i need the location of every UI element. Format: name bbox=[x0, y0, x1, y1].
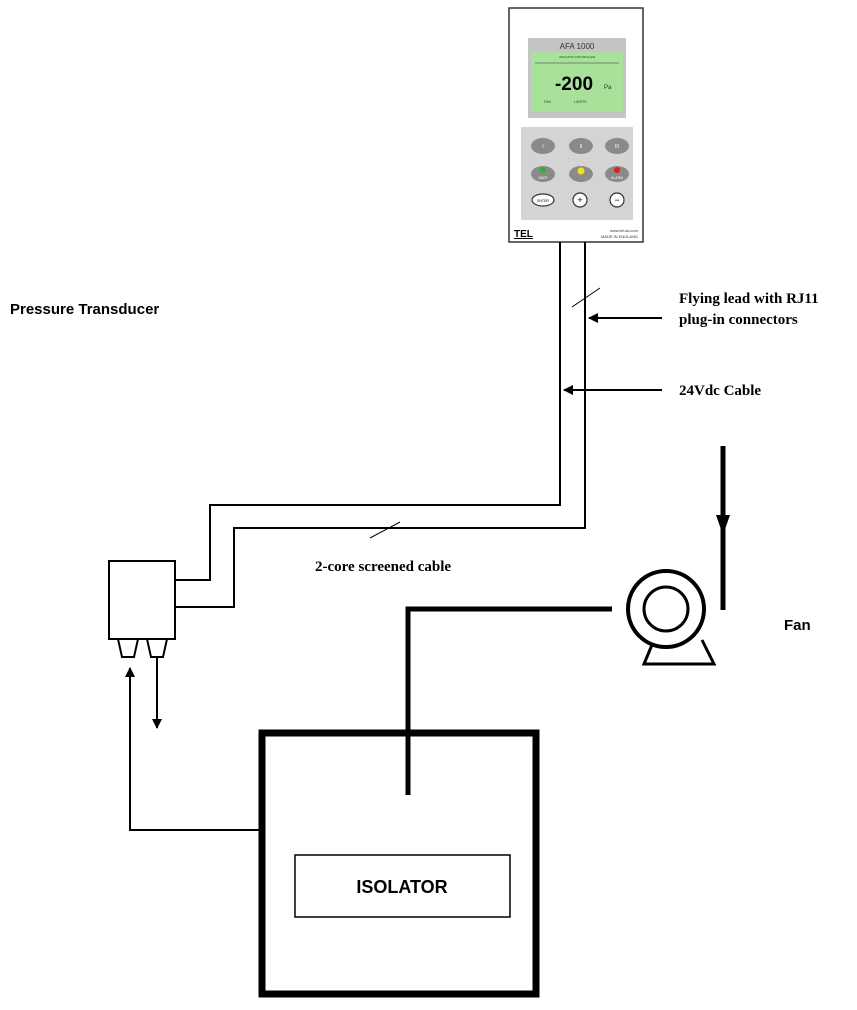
button-plus[interactable] bbox=[572, 192, 588, 208]
cables bbox=[175, 242, 586, 608]
button-mode-2-label: II bbox=[580, 144, 583, 150]
label-pressure-transducer: Pressure Transducer bbox=[10, 301, 159, 318]
fan-flow-arrow bbox=[716, 515, 730, 535]
lcd-status-lights: LIGHTS bbox=[574, 100, 587, 104]
cable-inner bbox=[175, 242, 586, 608]
transducer-body bbox=[108, 560, 176, 640]
brand-made-in: MADE IN ENGLAND bbox=[601, 234, 638, 239]
button-alarm-label: ALARM bbox=[611, 176, 623, 180]
transducer-port-left bbox=[116, 638, 140, 658]
button-safe[interactable] bbox=[531, 166, 555, 182]
button-mode-1[interactable] bbox=[531, 138, 555, 154]
label-flying-lead-line2: plug-in connectors bbox=[679, 312, 798, 328]
brand-website: www.tel-uk.com bbox=[610, 228, 639, 233]
label-flying-lead-line1: Flying lead with RJ11 bbox=[679, 291, 819, 307]
fan-impeller bbox=[642, 585, 690, 633]
controller-device: AFA 1000 ISOLATOR CONTROLLER -200 Pa FAN… bbox=[508, 7, 644, 243]
duct-isolator-to-fan bbox=[405, 606, 612, 795]
cable-outer bbox=[175, 242, 561, 581]
lcd-screen bbox=[531, 52, 623, 112]
label-fan: Fan bbox=[784, 617, 811, 634]
label-24v-cable: 24Vdc Cable bbox=[679, 383, 761, 399]
button-mode-2[interactable] bbox=[569, 138, 593, 154]
button-safe-label: SAFE bbox=[538, 176, 548, 180]
label-screened-cable: 2-core screened cable bbox=[315, 559, 451, 575]
led-red bbox=[614, 167, 620, 173]
pressure-transducer bbox=[108, 560, 176, 658]
button-enter[interactable] bbox=[531, 193, 555, 207]
button-minus-label: − bbox=[614, 195, 619, 205]
screened-cable-mark bbox=[369, 521, 401, 539]
isolator-label-box bbox=[294, 854, 511, 918]
brand-logo: TEL bbox=[514, 229, 533, 240]
button-plus-label: + bbox=[577, 195, 582, 205]
transducer-port-right bbox=[145, 638, 169, 658]
label-isolator: ISOLATOR bbox=[356, 877, 447, 897]
controller-model: AFA 1000 bbox=[560, 42, 595, 51]
button-mode-3-label: III bbox=[615, 144, 619, 150]
button-alarm[interactable] bbox=[605, 166, 629, 182]
lcd-status-fan: FAN bbox=[544, 100, 551, 104]
button-mode-3[interactable] bbox=[605, 138, 629, 154]
led-yellow bbox=[577, 167, 585, 175]
led-green bbox=[540, 167, 546, 173]
button-mode-1-label: I bbox=[542, 144, 543, 150]
button-enter-label: ENTER bbox=[537, 199, 549, 203]
fan-symbol bbox=[626, 569, 717, 666]
button-minus[interactable] bbox=[609, 192, 625, 208]
lcd-reading-value: -200 bbox=[555, 74, 593, 95]
lcd-reading-unit: Pa bbox=[604, 85, 612, 91]
controller-subtitle: ISOLATOR CONTROLLER bbox=[559, 55, 596, 59]
flying-lead-mark bbox=[571, 287, 601, 308]
